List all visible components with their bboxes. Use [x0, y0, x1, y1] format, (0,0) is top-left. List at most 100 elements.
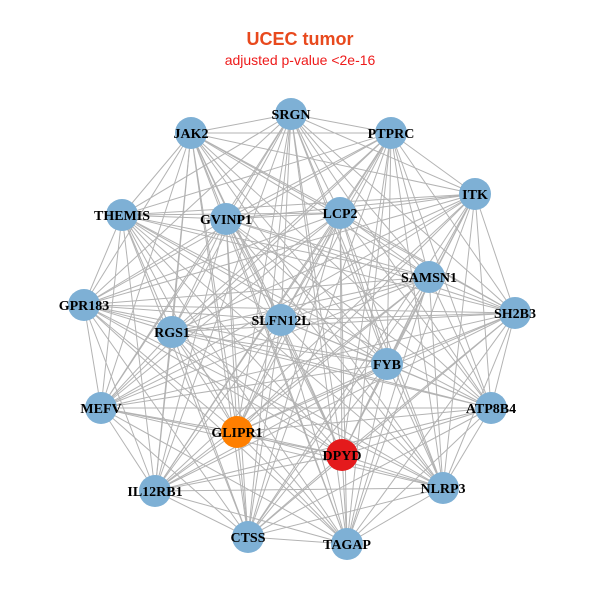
- node-label: IL12RB1: [127, 485, 182, 500]
- edge-SLFN12L-GLIPR1: [236, 319, 282, 433]
- edge-DPYD-IL12RB1: [154, 454, 343, 492]
- node-ptprc[interactable]: PTPRC: [368, 117, 415, 149]
- edge-SRGN-ITK: [290, 113, 476, 195]
- node-circle[interactable]: [459, 178, 491, 210]
- node-circle[interactable]: [156, 316, 188, 348]
- edge-GPR183-TAGAP: [83, 304, 348, 545]
- node-circle[interactable]: [139, 475, 171, 507]
- edge-SRGN-JAK2: [190, 113, 292, 134]
- node-il12rb1[interactable]: IL12RB1: [127, 475, 183, 507]
- edge-ITK-CTSS: [247, 193, 476, 538]
- node-atp8b4[interactable]: ATP8B4: [466, 392, 516, 424]
- node-samsn1[interactable]: SAMSN1: [401, 261, 457, 293]
- edge-MEFV-NLRP3: [100, 407, 444, 489]
- node-jak2[interactable]: JAK2: [174, 117, 209, 149]
- edge-GVINP1-GPR183: [83, 218, 227, 306]
- edge-SLFN12L-CTSS: [247, 319, 282, 538]
- edge-GVINP1-SAMSN1: [225, 218, 430, 278]
- node-circle[interactable]: [275, 98, 307, 130]
- node-slfn12l[interactable]: SLFN12L: [251, 304, 311, 336]
- edge-PTPRC-DPYD: [341, 132, 392, 456]
- edge-SRGN-GPR183: [83, 113, 292, 306]
- node-gvinp1[interactable]: GVINP1: [200, 203, 252, 235]
- node-circle[interactable]: [499, 297, 531, 329]
- edge-FYB-DPYD: [341, 363, 388, 456]
- edge-JAK2-THEMIS: [121, 132, 192, 216]
- edge-JAK2-GLIPR1: [190, 132, 238, 433]
- edge-SRGN-GLIPR1: [236, 113, 292, 433]
- node-sh2b3[interactable]: SH2B3: [494, 297, 536, 329]
- node-circle[interactable]: [85, 392, 117, 424]
- edge-PTPRC-SH2B3: [390, 132, 516, 314]
- edge-SRGN-MEFV: [100, 113, 292, 409]
- node-label: CTSS: [230, 531, 265, 546]
- edge-PTPRC-THEMIS: [121, 132, 392, 216]
- node-circle[interactable]: [210, 203, 242, 235]
- node-label: ITK: [462, 188, 488, 203]
- edge-THEMIS-SH2B3: [121, 214, 516, 314]
- node-circle[interactable]: [106, 199, 138, 231]
- node-circle[interactable]: [371, 348, 403, 380]
- edge-ITK-SLFN12L: [280, 193, 476, 321]
- node-themis[interactable]: THEMIS: [94, 199, 150, 231]
- node-ctss[interactable]: CTSS: [230, 521, 266, 553]
- edge-FYB-GLIPR1: [236, 363, 388, 433]
- node-circle[interactable]: [375, 117, 407, 149]
- node-itk[interactable]: ITK: [459, 178, 491, 210]
- node-tagap[interactable]: TAGAP: [323, 528, 371, 560]
- edge-MEFV-TAGAP: [100, 407, 348, 545]
- node-label: GPR183: [59, 299, 110, 314]
- edge-ITK-TAGAP: [346, 193, 476, 545]
- edge-PTPRC-NLRP3: [390, 132, 444, 489]
- edge-PTPRC-MEFV: [100, 132, 392, 409]
- edge-ITK-LCP2: [339, 193, 476, 214]
- edge-NLRP3-TAGAP: [346, 487, 444, 545]
- node-rgs1[interactable]: RGS1: [154, 316, 190, 348]
- edge-PTPRC-ITK: [390, 132, 476, 195]
- edge-LCP2-SAMSN1: [339, 212, 430, 278]
- node-layer: SRGN JAK2 PTPRC ITK THEMIS GVINP1 LCP2SAMSN1GP…: [59, 98, 536, 560]
- node-srgn[interactable]: SRGN: [272, 98, 311, 130]
- node-glipr1[interactable]: GLIPR1: [211, 416, 263, 448]
- edge-IL12RB1-TAGAP: [154, 490, 348, 545]
- edge-GVINP1-LCP2: [225, 212, 341, 220]
- node-mefv[interactable]: MEFV: [80, 392, 122, 424]
- edge-LCP2-GPR183: [83, 212, 341, 306]
- edge-FYB-ATP8B4: [386, 363, 492, 409]
- edge-PTPRC-RGS1: [171, 132, 392, 333]
- node-gpr183[interactable]: GPR183: [59, 289, 110, 321]
- node-nlrp3[interactable]: NLRP3: [420, 472, 466, 504]
- edge-SAMSN1-SLFN12L: [280, 276, 430, 321]
- edge-LCP2-SLFN12L: [280, 212, 341, 321]
- node-circle[interactable]: [326, 439, 358, 471]
- node-circle[interactable]: [232, 521, 264, 553]
- edge-JAK2-NLRP3: [190, 132, 444, 489]
- node-circle[interactable]: [68, 289, 100, 321]
- node-circle[interactable]: [475, 392, 507, 424]
- edge-ITK-SH2B3: [474, 193, 516, 314]
- edge-THEMIS-IL12RB1: [121, 214, 156, 492]
- node-fyb[interactable]: FYB: [371, 348, 403, 380]
- edge-ATP8B4-IL12RB1: [154, 407, 492, 492]
- edge-GPR183-ATP8B4: [83, 304, 492, 409]
- edge-SAMSN1-NLRP3: [428, 276, 444, 489]
- node-label: ATP8B4: [466, 402, 516, 417]
- node-circle[interactable]: [265, 304, 297, 336]
- edge-PTPRC-TAGAP: [346, 132, 392, 545]
- node-circle[interactable]: [221, 416, 253, 448]
- node-circle[interactable]: [427, 472, 459, 504]
- node-circle[interactable]: [324, 197, 356, 229]
- node-circle[interactable]: [331, 528, 363, 560]
- edge-ITK-THEMIS: [121, 193, 476, 216]
- edge-PTPRC-SAMSN1: [390, 132, 430, 278]
- node-circle[interactable]: [175, 117, 207, 149]
- edge-RGS1-FYB: [171, 331, 388, 365]
- edge-SH2B3-MEFV: [100, 312, 516, 409]
- node-circle[interactable]: [413, 261, 445, 293]
- node-dpyd[interactable]: DPYD: [323, 439, 362, 471]
- node-lcp2[interactable]: LCP2: [323, 197, 358, 229]
- edge-GPR183-GLIPR1: [83, 304, 238, 433]
- edge-ITK-MEFV: [100, 193, 476, 409]
- edge-RGS1-ATP8B4: [171, 331, 492, 409]
